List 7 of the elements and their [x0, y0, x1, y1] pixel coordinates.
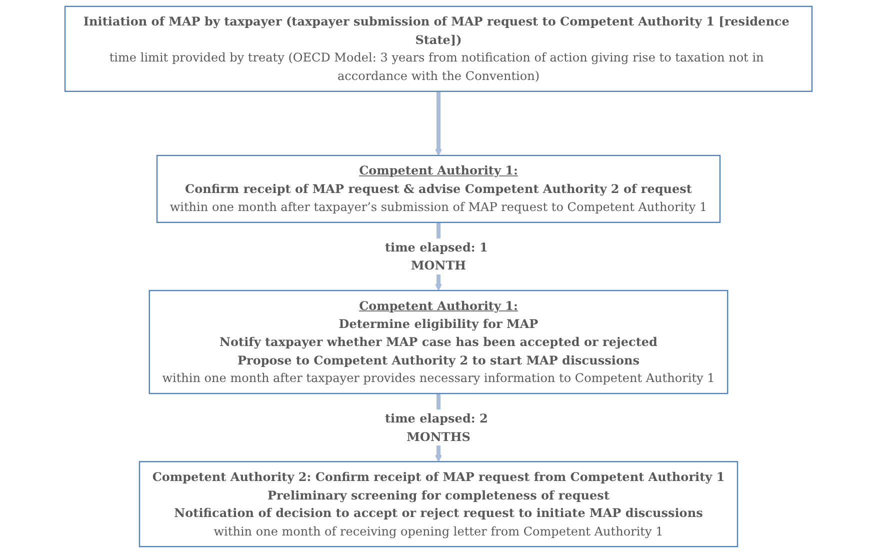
- edge-label: time elapsed: 1 MONTH: [384, 240, 488, 272]
- node-box: Initiation of MAP by taxpayer (taxpayer submission of MAP request to Competent Authority 1 [residence State]) time limit provided by treaty (OECD Model: 3 years from notification of action giving rise to taxation not in accordance with the Convention): [64, 6, 813, 92]
- edge-label: time elapsed: 2 MONTHS: [384, 411, 488, 444]
- node-box: Competent Authority 2: Confirm receipt of MAP request from Competent Authority 1 Preliminary screening for completeness of request Notification of decision to accept or reject request to initiate MAP discussions within one month of receiving opening letter from Competent Authority 1: [138, 461, 738, 548]
- arrow: [434, 91, 442, 156]
- node-box: Competent Authority 1: Determine eligibility for MAP Notify taxpayer whether MAP case has been accepted or rejected Propose to Competent Authority 2 to start MAP discussions within one month after taxpayer provides necessary information to Competent Authority 1: [148, 290, 728, 394]
- node-box: Competent Authority 1: Confirm receipt of MAP request & advise Competent Authority 2 of request within one month after taxpayer’s submission of MAP request to Competent Authority 1: [156, 154, 721, 223]
